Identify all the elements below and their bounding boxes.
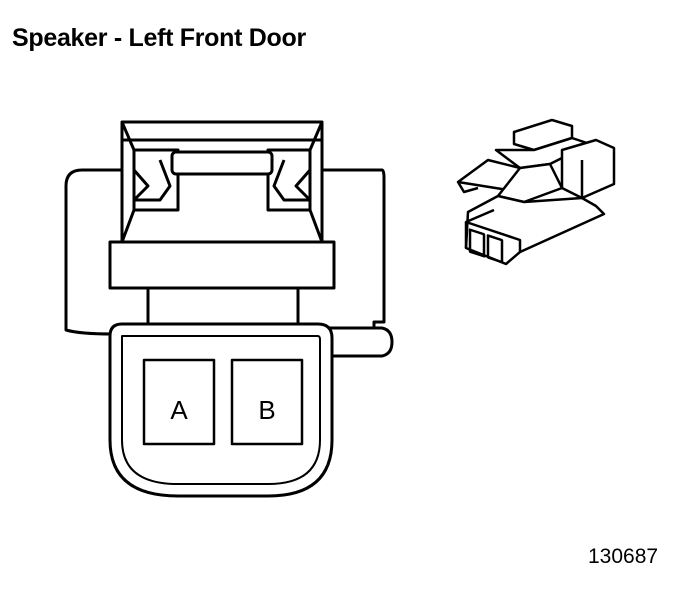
figure-number: 130687 (588, 545, 659, 568)
terminal-cavity-b (230, 358, 304, 446)
connector-isometric-view (456, 118, 616, 266)
connector-face-view (64, 120, 394, 498)
diagram-title: Speaker - Left Front Door (12, 24, 306, 52)
lock-bar (170, 150, 274, 176)
pin-label-a: A (170, 395, 188, 425)
iso-terminal-right (486, 234, 504, 264)
pin-label-b: B (258, 395, 275, 425)
latch-top-block (120, 120, 324, 244)
cavity-body (108, 322, 334, 498)
middle-band (108, 240, 336, 290)
terminal-cavity-a (142, 358, 216, 446)
iso-terminal-left (468, 228, 486, 258)
